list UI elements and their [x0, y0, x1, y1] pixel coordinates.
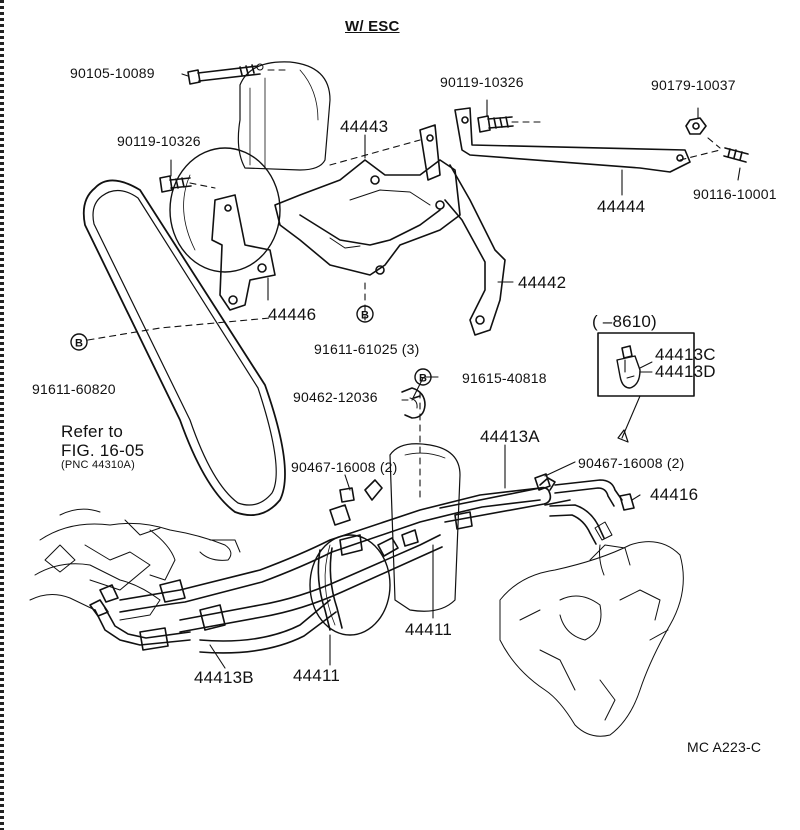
part-label-90179-10037: 90179-10037: [651, 77, 736, 93]
reference-line-2: FIG. 16-05: [61, 441, 145, 460]
part-label-44413D: 44413D: [655, 362, 716, 381]
dashed-leaders: [87, 69, 721, 501]
part-label-91611-61025: 91611-61025 (3): [314, 341, 420, 357]
part-label-90467-16008-right: 90467-16008 (2): [578, 455, 685, 471]
part-label-44413B: 44413B: [194, 668, 254, 687]
scan-edge: [0, 0, 4, 830]
nut-90179: [685, 117, 707, 135]
diagram-code: MC A223-C: [687, 739, 762, 755]
stay-44444: [454, 107, 691, 173]
bracket-44443: [274, 124, 461, 276]
drive-belt: [82, 179, 286, 516]
bolt-90119-top: [477, 115, 514, 133]
callout-letter: B: [361, 310, 369, 322]
part-label-44444: 44444: [597, 197, 646, 216]
stud-90116: [723, 147, 749, 163]
clamp-90462: [401, 387, 426, 419]
part-label-44416: 44416: [650, 485, 699, 504]
pump-body-outline: [237, 61, 331, 171]
part-label-44443: 44443: [340, 117, 389, 136]
gearbox-right: [499, 521, 684, 737]
reservoir-pump: [309, 443, 461, 636]
tube-44416: [549, 479, 635, 545]
part-label-44411-low: 44411: [293, 666, 341, 685]
bolt-90105: [187, 63, 264, 85]
part-label-44442: 44442: [518, 273, 567, 292]
callout-letter: B: [419, 373, 427, 385]
pulley-disc: [169, 147, 281, 273]
inset-range-label: ( –8610): [592, 312, 657, 331]
inset-box: [597, 332, 695, 443]
part-label-90105-10089: 90105-10089: [70, 65, 155, 81]
part-label-44413A: 44413A: [480, 427, 540, 446]
reference-line-1: Refer to: [61, 422, 124, 441]
reference-line-3: (PNC 44310A): [61, 459, 135, 471]
callout-b-91615: B: [414, 368, 432, 386]
part-label-90119-10326-top: 90119-10326: [440, 74, 524, 90]
part-label-90467-16008-left: 90467-16008 (2): [291, 459, 398, 475]
part-label-44446: 44446: [268, 305, 317, 324]
clip-fittings: [329, 473, 551, 557]
part-label-91611-60820: 91611-60820: [32, 381, 116, 397]
engine-left: [29, 508, 241, 621]
callout-letter: B: [75, 338, 83, 350]
part-label-91615-40818: 91615-40818: [462, 370, 547, 386]
callout-b-91611-60820: B: [70, 333, 88, 351]
label-leaders: [170, 73, 741, 669]
bolt-90119-left: [159, 175, 192, 193]
part-label-90462-12036: 90462-12036: [293, 389, 378, 405]
part-label-44413C: 44413C: [655, 345, 716, 364]
bracket-44446: [211, 194, 276, 311]
part-label-90119-10326-left: 90119-10326: [117, 133, 201, 149]
callout-b-91611-61025: B: [356, 305, 374, 323]
diagram-title: W/ ESC: [345, 18, 400, 35]
hose-bundle-44411: [119, 487, 541, 654]
hose-44413B: [89, 579, 226, 651]
bracket-44442: [444, 164, 506, 336]
part-label-90116-10001: 90116-10001: [693, 186, 777, 202]
hose-44413A: [439, 477, 571, 530]
part-label-44411-mid: 44411: [405, 620, 453, 639]
